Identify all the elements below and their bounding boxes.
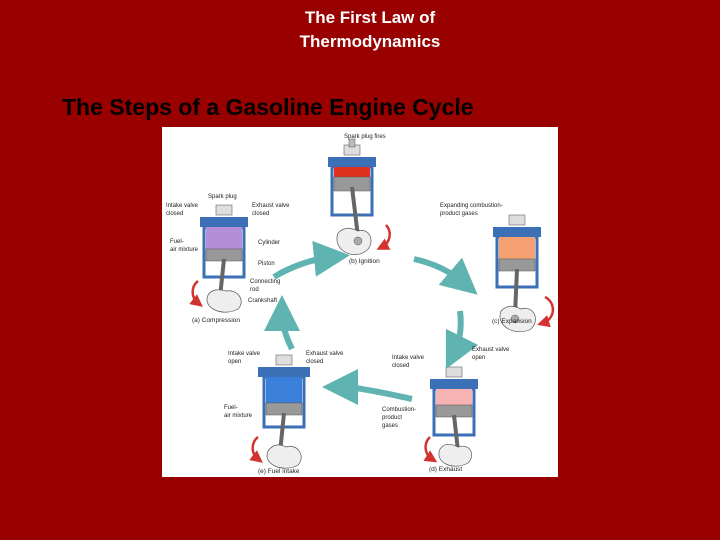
label-exhaust-valve-open-1: Exhaust valve bbox=[472, 347, 510, 353]
cycle-arrow-c-to-d bbox=[445, 310, 479, 370]
label-intake-valve-closed-1: Intake valve bbox=[166, 203, 199, 209]
engine-compression bbox=[189, 204, 248, 313]
label-combustion-gases-2: product bbox=[382, 415, 402, 421]
label-exhaust-valve-closed-1: Exhaust valve bbox=[252, 203, 290, 209]
caption-fuel-intake: (e) Fuel intake bbox=[258, 468, 300, 475]
engine-cycle-diagram: Spark plug fires Spark plug Intake valve… bbox=[166, 134, 555, 475]
cycle-arrow-e-to-a bbox=[264, 295, 301, 351]
label-fuel-air-2: air mixture bbox=[170, 247, 199, 253]
label-intake-valve-open-1: Intake valve bbox=[228, 351, 261, 357]
label-combustion-gases-3: gases bbox=[382, 423, 398, 429]
label-exhaust-valve-closed2-1: Exhaust valve bbox=[306, 351, 344, 357]
slide-title: The First Law of Thermodynamics bbox=[230, 6, 510, 54]
cycle-arrow-d-to-e bbox=[322, 369, 413, 406]
engine-expansion bbox=[493, 214, 555, 333]
caption-ignition: (b) Ignition bbox=[349, 258, 380, 265]
label-intake-valve-closed2-1: Intake valve bbox=[392, 355, 425, 361]
caption-expansion: (c) Expansion bbox=[492, 318, 532, 325]
label-expanding-gases-2: product gases bbox=[440, 211, 478, 217]
label-crankshaft: Crankshaft bbox=[248, 298, 277, 304]
engine-cycle-figure: Spark plug fires Spark plug Intake valve… bbox=[162, 127, 558, 477]
label-expanding-gases-1: Expanding combustion- bbox=[440, 203, 503, 209]
label-spark-plug: Spark plug bbox=[208, 194, 237, 200]
label-piston: Piston bbox=[258, 261, 275, 267]
label-connecting-rod-2: rod bbox=[250, 287, 259, 293]
label-connecting-rod-1: Connecting bbox=[250, 279, 280, 285]
engine-exhaust bbox=[423, 366, 478, 467]
label-intake-valve-closed-2: closed bbox=[166, 211, 183, 217]
cycle-arrow-a-to-b bbox=[272, 240, 350, 280]
caption-exhaust: (d) Exhaust bbox=[429, 466, 462, 473]
label-exhaust-valve-closed2-2: closed bbox=[306, 359, 323, 365]
cycle-arrow-b-to-c bbox=[413, 256, 478, 295]
caption-compression: (a) Compression bbox=[192, 317, 240, 324]
label-spark-plug-fires: Spark plug fires bbox=[344, 134, 386, 140]
label-exhaust-valve-open-2: open bbox=[472, 355, 485, 361]
label-fuel-air2-2: air mixture bbox=[224, 413, 253, 419]
slide-heading: The Steps of a Gasoline Engine Cycle bbox=[62, 94, 474, 120]
label-intake-valve-open-2: open bbox=[228, 359, 241, 365]
label-fuel-air-1: Fuel- bbox=[170, 239, 184, 245]
label-intake-valve-closed2-2: closed bbox=[392, 363, 409, 369]
slide-title-line2: Thermodynamics bbox=[299, 32, 441, 51]
label-exhaust-valve-closed-2: closed bbox=[252, 211, 269, 217]
label-fuel-air2-1: Fuel- bbox=[224, 405, 238, 411]
engine-fuel-intake bbox=[249, 354, 310, 469]
engine-ignition bbox=[328, 138, 391, 256]
label-cylinder: Cylinder bbox=[258, 240, 280, 246]
label-combustion-gases-1: Combustion- bbox=[382, 407, 416, 413]
slide-title-line1: The First Law of bbox=[304, 8, 436, 27]
